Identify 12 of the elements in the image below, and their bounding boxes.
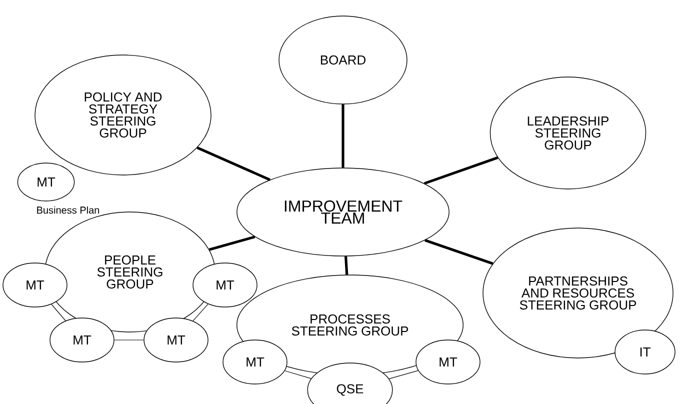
connector-line bbox=[192, 304, 208, 322]
connector-line bbox=[196, 146, 270, 181]
note-text: Business Plan bbox=[37, 206, 100, 214]
connector-line bbox=[284, 370, 312, 379]
node-label: QSE bbox=[336, 384, 364, 396]
connector-line bbox=[342, 104, 344, 168]
connector-line bbox=[344, 256, 348, 275]
connector-line bbox=[424, 156, 498, 185]
connector-line bbox=[208, 236, 256, 251]
connector-line bbox=[388, 370, 418, 380]
connector-line bbox=[51, 304, 66, 322]
connector-line bbox=[424, 239, 494, 265]
